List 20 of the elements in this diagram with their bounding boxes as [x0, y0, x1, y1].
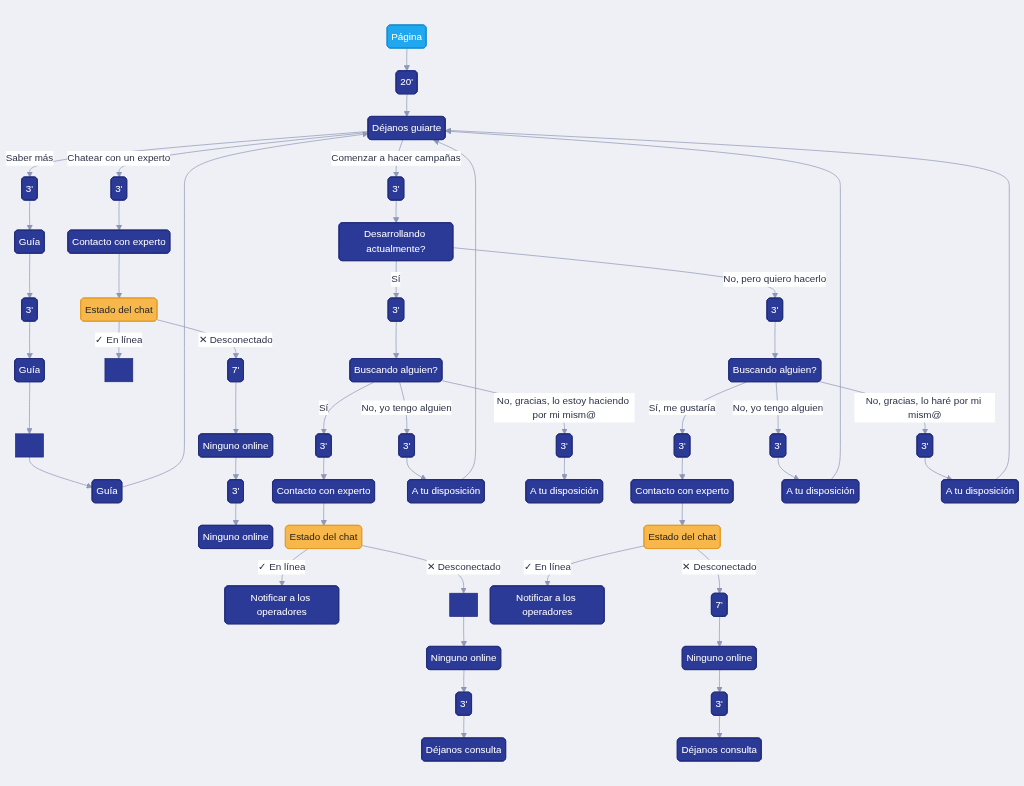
node-box — [104, 358, 134, 383]
edge-label: Saber más — [5, 152, 54, 164]
edge-label: ✕ Desconectado — [682, 561, 757, 573]
edge-label: No, gracias, lo estoy haciendo por mi mism@ — [496, 394, 629, 421]
node-box — [15, 433, 44, 458]
edge-label: No, gracias, lo haré por mi mism@ — [865, 394, 982, 421]
edge-label: ✓ En línea — [95, 333, 143, 346]
edge-label: No, yo tengo alguien — [361, 401, 452, 414]
edge-label: Sí, me gustaría — [648, 401, 716, 414]
edge-label: ✓ En línea — [258, 561, 306, 573]
node-box — [449, 592, 478, 617]
edge-label: Comenzar a hacer campañas — [331, 152, 461, 164]
edge-label: ✓ En línea — [523, 561, 571, 573]
edge-label: ✕ Desconectado — [198, 333, 273, 346]
edge-label: Sí — [318, 401, 329, 414]
edge-label: Chatear con un experto — [67, 152, 171, 164]
edge-label: No, pero quiero hacerlo — [723, 273, 827, 285]
edge-label: Sí — [391, 273, 401, 285]
edge-label: No, yo tengo alguien — [732, 401, 824, 414]
edge-label: ✕ Desconectado — [426, 561, 501, 573]
